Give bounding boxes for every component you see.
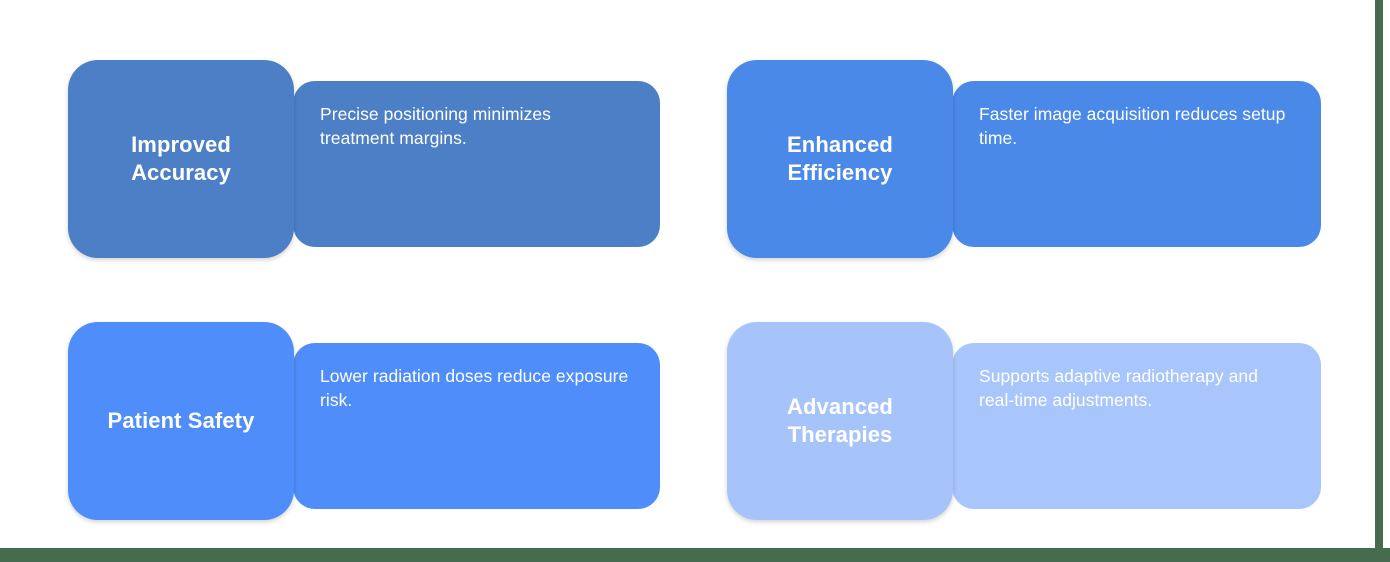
card-title-line-2: Accuracy [131,160,231,185]
card-title-patient-safety: Patient Safety [108,407,255,435]
card-body-improved-accuracy: Precise positioning minimizes treatment … [293,81,660,247]
card-description-advanced-therapies: Supports adaptive radiotherapy and real-… [979,366,1258,410]
accent-bar-right [1375,0,1383,556]
card-description-enhanced-efficiency: Faster image acquisition reduces setup t… [979,104,1286,148]
card-label-advanced-therapies[interactable]: Advanced Therapies [727,322,953,520]
card-title-line-2: Efficiency [787,160,893,185]
card-title-improved-accuracy: Improved Accuracy [131,131,231,187]
card-label-patient-safety[interactable]: Patient Safety [68,322,294,520]
card-title-enhanced-efficiency: Enhanced Efficiency [787,131,893,187]
card-title-advanced-therapies: Advanced Therapies [787,393,893,449]
card-title-line-1: Enhanced [787,131,893,157]
card-title-line-1: Advanced [787,393,893,419]
card-description-improved-accuracy: Precise positioning minimizes treatment … [320,104,551,148]
card-description-patient-safety: Lower radiation doses reduce exposure ri… [320,366,629,410]
card-title-line-2: Therapies [787,422,893,447]
card-body-advanced-therapies: Supports adaptive radiotherapy and real-… [952,343,1321,509]
card-title-line-1: Patient Safety [107,407,255,433]
benefits-card-grid: Precise positioning minimizes treatment … [68,60,1321,520]
card-title-line-1: Improved [131,131,231,157]
card-label-improved-accuracy[interactable]: Improved Accuracy [68,60,294,258]
card-body-patient-safety: Lower radiation doses reduce exposure ri… [293,343,660,509]
card-label-enhanced-efficiency[interactable]: Enhanced Efficiency [727,60,953,258]
card-body-enhanced-efficiency: Faster image acquisition reduces setup t… [952,81,1321,247]
accent-bar-bottom [0,548,1390,562]
